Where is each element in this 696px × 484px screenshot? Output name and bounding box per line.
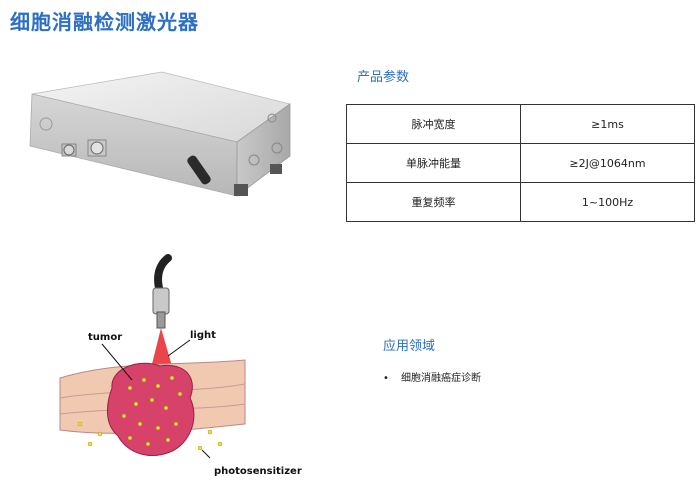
- param-value: 1~100Hz: [520, 182, 695, 222]
- diagram-illustration: [59, 254, 246, 459]
- table-row: 单脉冲能量 ≥2J@1064nm: [346, 143, 695, 183]
- list-item: • 细胞消融癌症诊断: [383, 369, 481, 384]
- page-title: 细胞消融检测激光器: [10, 10, 199, 34]
- photosensitizer-label: photosensitizer: [214, 466, 302, 477]
- table-row: 脉冲宽度 ≥1ms: [346, 104, 695, 144]
- laser-device-image: [29, 71, 291, 197]
- tumor-label: tumor: [88, 332, 123, 343]
- param-value: ≥2J@1064nm: [520, 143, 695, 183]
- param-name: 单脉冲能量: [346, 143, 521, 183]
- params-table: 脉冲宽度 ≥1ms 单脉冲能量 ≥2J@1064nm 重复频率 1~100Hz: [346, 104, 695, 222]
- tumor-treatment-diagram: tumor light photosensitizer: [40, 248, 310, 480]
- bullet-icon: •: [383, 373, 389, 384]
- light-label: light: [190, 330, 216, 341]
- params-heading: 产品参数: [357, 70, 410, 85]
- param-name: 重复频率: [346, 182, 521, 222]
- apps-heading: 应用领域: [383, 339, 436, 354]
- param-value: ≥1ms: [520, 104, 695, 144]
- param-name: 脉冲宽度: [346, 104, 521, 144]
- list-item-text: 细胞消融癌症诊断: [401, 373, 481, 384]
- table-row: 重复频率 1~100Hz: [346, 182, 695, 222]
